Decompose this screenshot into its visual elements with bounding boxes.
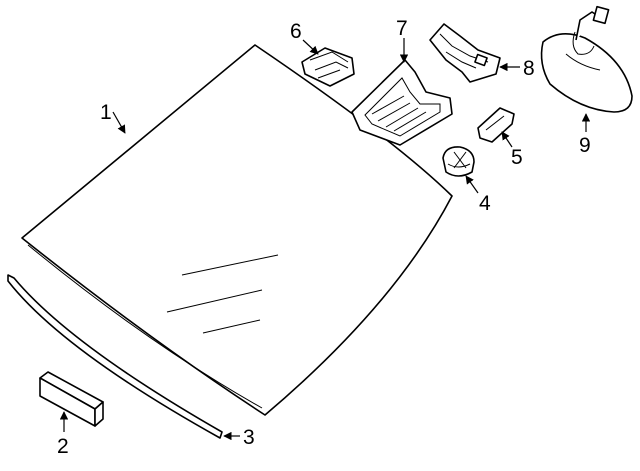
callout-4: 4 [479,192,491,215]
rain-sensor [442,146,475,177]
rear-view-mirror [540,5,633,113]
foam-block [39,371,104,427]
callout-1: 1 [100,101,112,124]
sensor-module [301,47,355,87]
callout-8: 8 [523,57,535,80]
leader-5 [501,131,513,148]
glass-reflection-line [202,319,261,334]
callout-7: 7 [396,17,408,40]
leader-4 [465,175,479,194]
callout-9: 9 [579,134,591,157]
leader-lines [59,38,591,441]
callout-labels: 1 2 3 4 5 6 7 8 9 [57,17,591,458]
windshield-molding [7,274,223,439]
callout-3: 3 [243,426,255,449]
mirror-mount-cover [351,59,453,146]
callout-5: 5 [511,146,523,169]
callout-6: 6 [290,20,302,43]
leader-1 [112,111,126,134]
glass-reflection-line [166,289,263,313]
leader-6 [302,39,319,55]
retaining-clip [477,107,515,143]
mounting-bracket [429,23,501,83]
glass-reflection-line [181,254,279,276]
callout-2: 2 [57,435,69,458]
